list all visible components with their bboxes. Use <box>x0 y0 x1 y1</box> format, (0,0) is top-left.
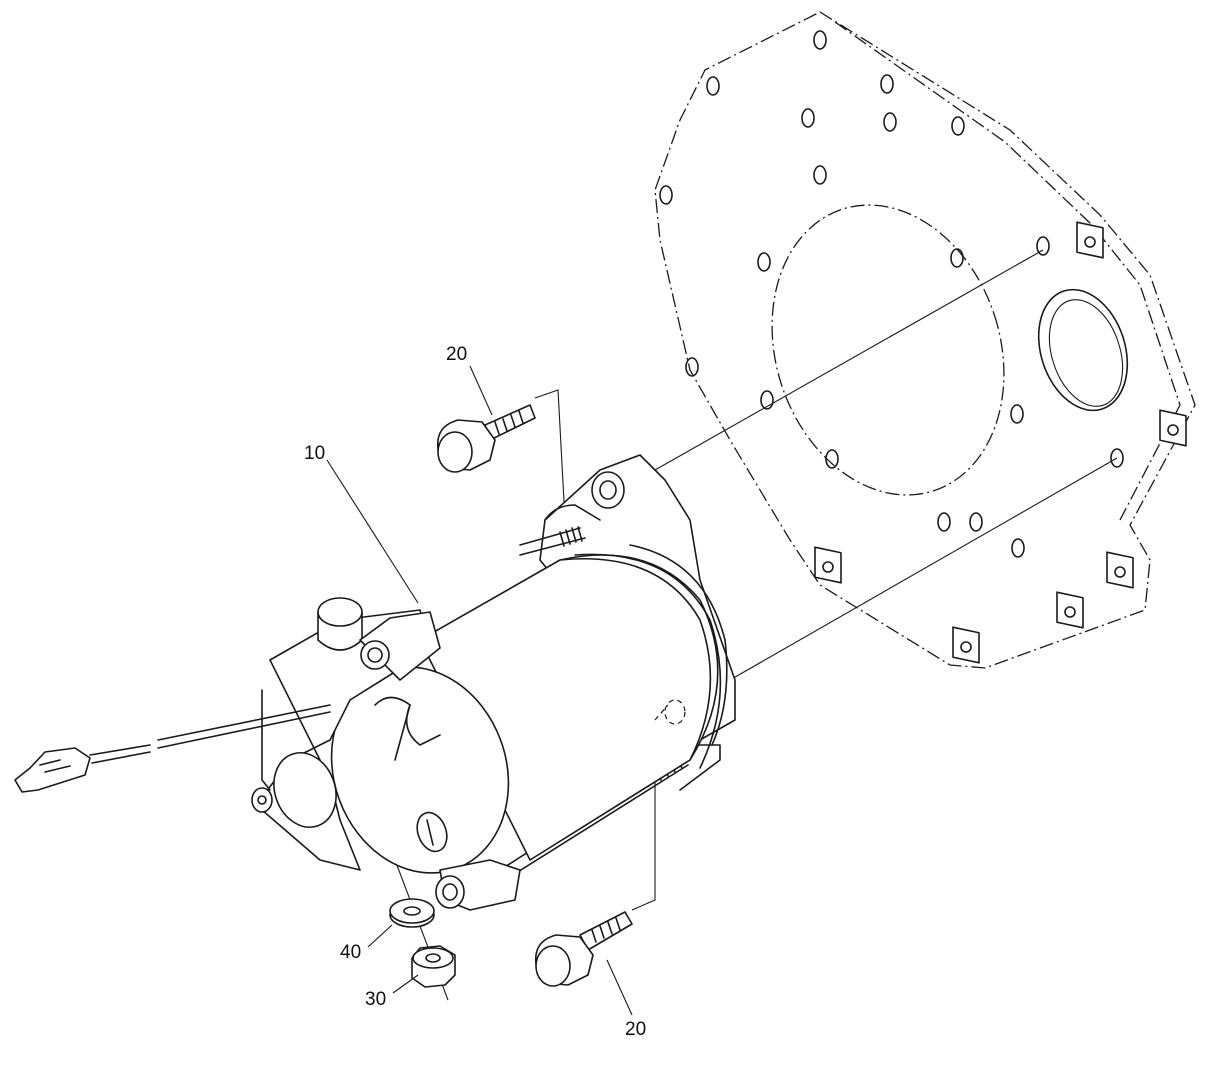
bolt-lower-part <box>534 911 633 987</box>
alignment-lines <box>394 249 1118 1001</box>
nut-part <box>411 945 456 988</box>
plate-holes <box>659 30 1124 558</box>
starter-motor <box>251 454 736 911</box>
bore-small <box>1037 288 1129 412</box>
mounting-plate <box>654 11 1196 669</box>
cable-connector <box>14 704 331 793</box>
callout-starter-motor: 10 <box>304 443 326 464</box>
bore-large <box>771 204 1005 496</box>
callout-bolt-lower: 20 <box>625 1019 647 1040</box>
washer-part <box>389 898 435 928</box>
leader-lines <box>326 365 633 1016</box>
callout-nut: 30 <box>365 989 387 1010</box>
plate-square-nuts <box>814 221 1187 664</box>
bolt-upper-part <box>436 404 536 473</box>
callout-bolt-upper: 20 <box>446 344 468 365</box>
callout-washer: 40 <box>340 942 362 963</box>
